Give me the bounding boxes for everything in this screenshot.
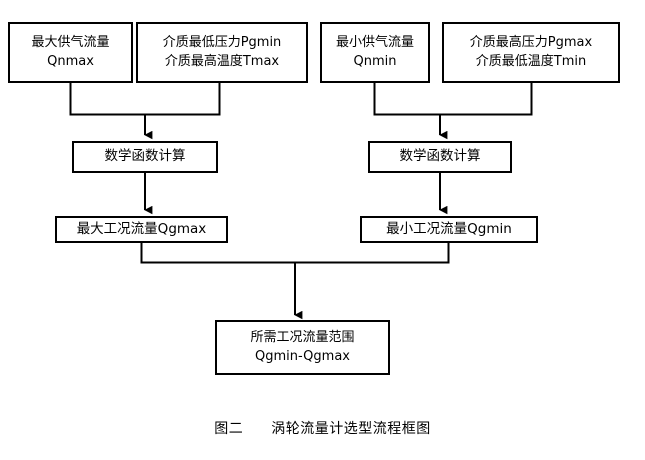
node-medium-max-pressure-line2: 介质最低温度Tmin [475, 53, 587, 69]
node-max-supply-flow: 最大供气流量 Qnmax [8, 22, 133, 83]
node-medium-min-pressure-line1: 介质最低压力Pgmin [162, 34, 282, 50]
node-min-supply-flow-line2: Qnmin [353, 53, 397, 69]
node-max-supply-flow-line1: 最大供气流量 [31, 34, 110, 50]
figure-caption-label: 图二 [214, 421, 244, 437]
node-math-calc-right: 数学函数计算 [368, 141, 512, 173]
figure-caption-title: 涡轮流量计选型流程框图 [271, 421, 431, 437]
edge-row3-merge [140, 243, 450, 264]
node-final-range-line2: Qgmin-Qgmax [255, 348, 350, 364]
node-math-calc-left-label: 数学函数计算 [104, 148, 186, 165]
node-math-calc-right-label: 数学函数计算 [399, 148, 481, 165]
node-qgmax-result: 最大工况流量Qgmax [55, 216, 228, 243]
node-qgmin-result-label: 最小工况流量Qgmin [386, 220, 512, 237]
node-qgmax-result-label: 最大工况流量Qgmax [76, 220, 207, 237]
edge-row1-left-merge [69, 83, 221, 116]
node-min-supply-flow-line1: 最小供气流量 [335, 34, 414, 50]
node-max-supply-flow-line2: Qnmax [47, 53, 94, 69]
node-min-supply-flow: 最小供气流量 Qnmin [320, 22, 430, 83]
node-medium-max-pressure: 介质最高压力Pgmax 介质最低温度Tmin [442, 22, 620, 83]
figure-caption: 图二 涡轮流量计选型流程框图 [0, 418, 645, 438]
node-final-range: 所需工况流量范围 Qgmin-Qgmax [215, 320, 390, 375]
edge-row1-right-merge [373, 83, 533, 116]
node-math-calc-left: 数学函数计算 [72, 141, 218, 173]
node-medium-min-pressure: 介质最低压力Pgmin 介质最高温度Tmax [136, 22, 308, 83]
node-medium-max-pressure-line1: 介质最高压力Pgmax [469, 34, 593, 50]
node-final-range-line1: 所需工况流量范围 [250, 329, 355, 345]
node-qgmin-result: 最小工况流量Qgmin [360, 216, 538, 243]
node-medium-min-pressure-line2: 介质最高温度Tmax [164, 53, 280, 69]
